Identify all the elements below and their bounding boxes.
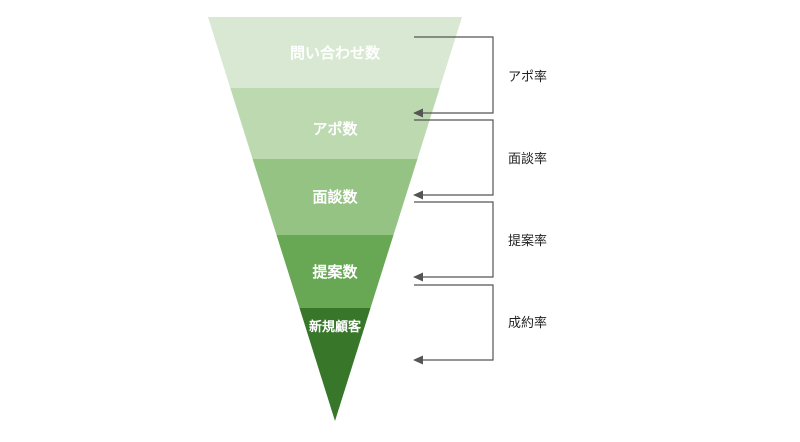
stage-label-meetings: 面談数 [312, 188, 358, 206]
rate-label-meeting: 面談率 [508, 151, 547, 167]
stage-label-inquiries: 問い合わせ数 [290, 44, 381, 62]
rate-label-appointment: アポ率 [508, 69, 547, 85]
funnel-stage-inquiries [208, 17, 462, 88]
connector-close-rate [413, 284, 494, 365]
stage-label-appointments: アポ数 [312, 120, 358, 138]
connector-appointment-rate [413, 36, 494, 118]
rate-label-proposal: 提案率 [508, 233, 547, 249]
funnel-stage-new-customers [299, 308, 371, 421]
rate-labels: アポ率 面談率 提案率 成約率 [508, 69, 547, 331]
connector-meeting-rate [413, 119, 494, 200]
connector-proposal-rate [413, 201, 494, 282]
arrowhead-icon [413, 272, 423, 282]
funnel [208, 17, 462, 421]
funnel-stage-meetings [252, 159, 418, 235]
funnel-stage-appointments [230, 88, 440, 159]
stage-label-proposals: 提案数 [312, 263, 358, 281]
rate-connectors [413, 36, 494, 365]
rate-label-close: 成約率 [508, 315, 547, 331]
funnel-stage-proposals [276, 235, 394, 308]
arrowhead-icon [413, 355, 423, 365]
arrowhead-icon [413, 108, 423, 118]
stage-label-new-customers: 新規顧客 [309, 319, 362, 335]
arrowhead-icon [413, 190, 423, 200]
funnel-labels: 問い合わせ数 アポ数 面談数 提案数 新規顧客 [290, 44, 381, 335]
